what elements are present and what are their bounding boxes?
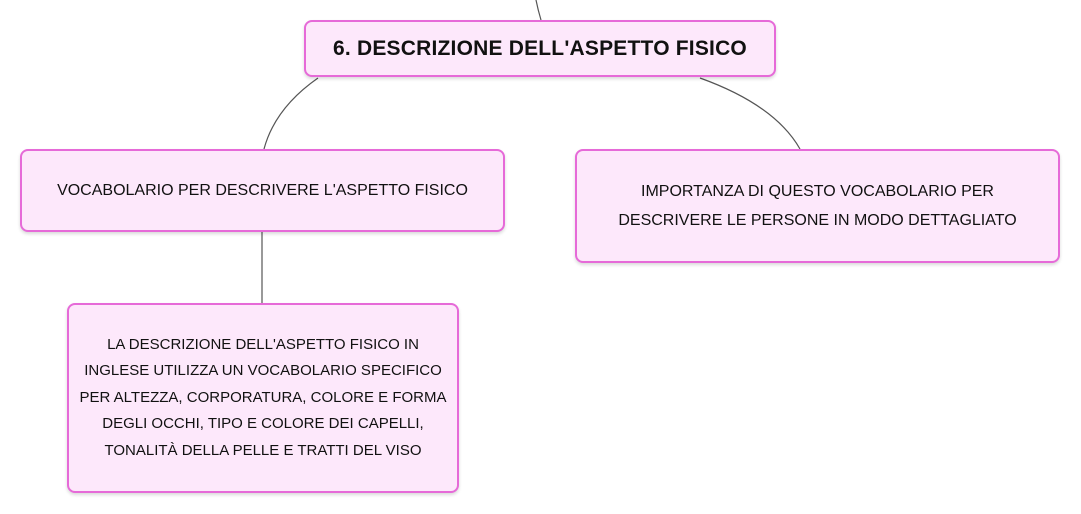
- vocabulary-topic-label: VOCABOLARIO PER DESCRIVERE L'ASPETTO FIS…: [57, 181, 468, 199]
- vocabulary-topic-node[interactable]: VOCABOLARIO PER DESCRIVERE L'ASPETTO FIS…: [20, 149, 505, 232]
- connector-from-parent: [535, 0, 542, 21]
- importance-topic-node[interactable]: IMPORTANZA DI QUESTO VOCABOLARIO PER DES…: [575, 149, 1060, 263]
- importance-topic-label: IMPORTANZA DI QUESTO VOCABOLARIO PER DES…: [618, 183, 1017, 229]
- connector-root-to-vocabulary: [263, 77, 319, 150]
- connector-root-to-importance: [699, 77, 801, 150]
- root-topic-node[interactable]: 6. DESCRIZIONE DELL'ASPETTO FISICO: [304, 20, 776, 77]
- description-topic-node[interactable]: LA DESCRIZIONE DELL'ASPETTO FISICO IN IN…: [67, 303, 459, 493]
- root-topic-label: 6. DESCRIZIONE DELL'ASPETTO FISICO: [333, 36, 747, 60]
- description-topic-label: LA DESCRIZIONE DELL'ASPETTO FISICO IN IN…: [79, 335, 447, 459]
